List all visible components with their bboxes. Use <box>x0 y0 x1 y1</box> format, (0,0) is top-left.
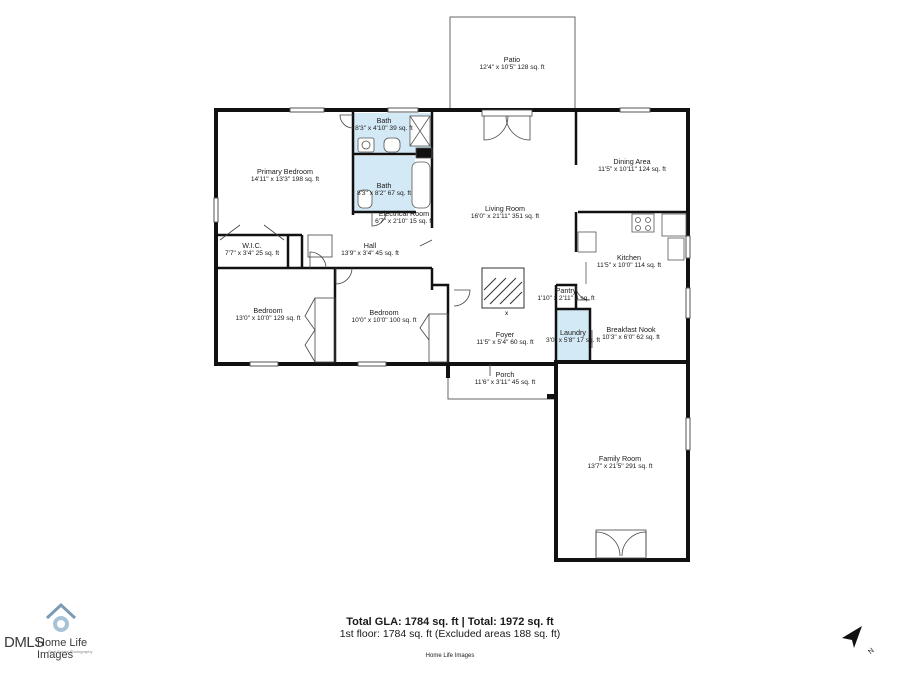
primary-bedroom-name: Primary Bedroom <box>257 167 313 176</box>
family-room-dims: 13'7" x 21'5" 291 sq. ft <box>587 463 653 470</box>
kitchen-dims: 11'5" x 10'0" 114 sq. ft <box>596 262 662 269</box>
patio-outline <box>449 16 576 110</box>
label-foyer: Foyer 11'5" x 5'4" 60 sq. ft <box>476 330 533 347</box>
family-room-name: Family Room <box>598 454 642 463</box>
label-primary-bedroom: Primary Bedroom 14'11" x 13'3" 198 sq. f… <box>251 167 319 184</box>
bedroom1-name: Bedroom <box>253 306 283 315</box>
label-bath-1: Bath 8'3" x 4'10" 39 sq. ft <box>355 116 413 133</box>
label-family-room: Family Room 13'7" x 21'5" 291 sq. ft <box>587 454 652 471</box>
label-bedroom-2: Bedroom 10'0" x 10'0" 100 sq. ft <box>351 308 416 325</box>
porch-dims: 11'6" x 3'11" 45 sq. ft <box>474 379 536 386</box>
label-hall: Hall 13'9" x 3'4" 45 sq. ft <box>341 241 399 258</box>
hall-name: Hall <box>363 241 377 250</box>
living-room-name: Living Room <box>485 204 525 213</box>
breakfast-nook-dims: 10'3" x 6'0" 62 sq. ft <box>602 334 660 341</box>
house-icon <box>45 602 77 632</box>
bath-fixtures <box>357 115 433 209</box>
compass-arrow-icon <box>842 626 862 648</box>
pantry-name: Pantry <box>555 286 577 295</box>
label-laundry: Laundry 3'0" x 5'8" 17 sq. ft <box>546 328 600 345</box>
area-totals: Total GLA: 1784 sq. ft | Total: 1972 sq.… <box>340 616 561 640</box>
porch-name: Porch <box>495 370 515 379</box>
windows <box>213 107 691 451</box>
floor-area-line: 1st floor: 1784 sq. ft (Excluded areas 1… <box>339 628 561 640</box>
logo-sub-text: Real Estate Photography <box>48 649 93 654</box>
label-living-room: Living Room 16'0" x 21'11" 351 sq. ft <box>471 204 539 221</box>
porch-post <box>547 394 555 399</box>
bedroom2-dims: 10'0" x 10'0" 100 sq. ft <box>351 317 417 324</box>
laundry-fill <box>556 309 589 362</box>
breakfast-nook-name: Breakfast Nook <box>606 325 656 334</box>
bath1-dims: 8'3" x 4'10" 39 sq. ft <box>355 125 413 132</box>
label-porch: Porch 11'6" x 3'11" 45 sq. ft <box>475 370 535 387</box>
label-wic: W.I.C. 7'7" x 3'4" 25 sq. ft <box>225 241 279 258</box>
wic-name: W.I.C. <box>242 241 262 250</box>
wic-dims: 7'7" x 3'4" 25 sq. ft <box>224 250 280 257</box>
kitchen-name: Kitchen <box>617 253 641 262</box>
label-kitchen: Kitchen 11'5" x 10'0" 114 sq. ft <box>597 253 661 270</box>
living-room-dims: 16'0" x 21'11" 351 sq. ft <box>470 213 540 220</box>
electrical-room-name: Electrical Room <box>378 209 430 218</box>
label-pantry: Pantry 1'10" x 2'11" 4 sq. ft <box>537 286 594 303</box>
hall-dims: 13'9" x 3'4" 45 sq. ft <box>341 250 399 257</box>
fireplace-mark: x <box>505 310 509 317</box>
dining-area-name: Dining Area <box>613 157 651 166</box>
foyer-name: Foyer <box>495 330 515 339</box>
bath2-name: Bath <box>376 181 392 190</box>
electrical-room-dims: 6'7" x 2'10" 15 sq. ft <box>375 218 433 225</box>
bedroom2-name: Bedroom <box>369 308 399 317</box>
fireplace <box>481 267 525 309</box>
label-electrical-room: Electrical Room 6'7" x 2'10" 15 sq. ft <box>375 209 433 226</box>
patio-dims: 12'4" x 10'5" 128 sq. ft <box>479 64 545 71</box>
total-gla-line: Total GLA: 1784 sq. ft | Total: 1972 sq.… <box>346 616 554 628</box>
laundry-dims: 3'0" x 5'8" 17 sq. ft <box>545 337 601 344</box>
label-patio: Patio 12'4" x 10'5" 128 sq. ft <box>479 55 544 72</box>
label-breakfast-nook: Breakfast Nook 10'3" x 6'0" 62 sq. ft <box>602 325 660 342</box>
label-dining-area: Dining Area 11'5" x 10'11" 124 sq. ft <box>598 157 666 174</box>
brand-logo: DMLS Home Life Images Real Estate Photog… <box>4 602 114 661</box>
bath2-dims: 8'3" x 8'2" 67 sq. ft <box>356 190 412 197</box>
credit-text: Home Life Images <box>425 653 475 659</box>
primary-bedroom-dims: 14'11" x 13'3" 198 sq. ft <box>250 176 320 183</box>
doors <box>219 109 647 559</box>
pantry-dims: 1'10" x 2'11" 4 sq. ft <box>537 295 595 302</box>
label-bath-2: Bath 8'3" x 8'2" 67 sq. ft <box>357 181 411 198</box>
patio-name: Patio <box>503 55 521 64</box>
north-compass: N <box>838 622 876 657</box>
logo-mls-text: DMLS <box>4 634 44 651</box>
kitchen-fixtures <box>577 213 687 284</box>
bath1-name: Bath <box>376 116 392 125</box>
laundry-name: Laundry <box>560 328 586 337</box>
dining-area-dims: 11'5" x 10'11" 124 sq. ft <box>598 166 666 173</box>
bedroom1-dims: 13'0" x 10'0" 129 sq. ft <box>235 315 301 322</box>
closets <box>304 234 449 363</box>
foyer-dims: 11'5" x 5'4" 60 sq. ft <box>476 339 534 346</box>
label-bedroom-1: Bedroom 13'0" x 10'0" 129 sq. ft <box>235 306 300 323</box>
logo-brand-text: Home Life Images <box>37 637 88 661</box>
